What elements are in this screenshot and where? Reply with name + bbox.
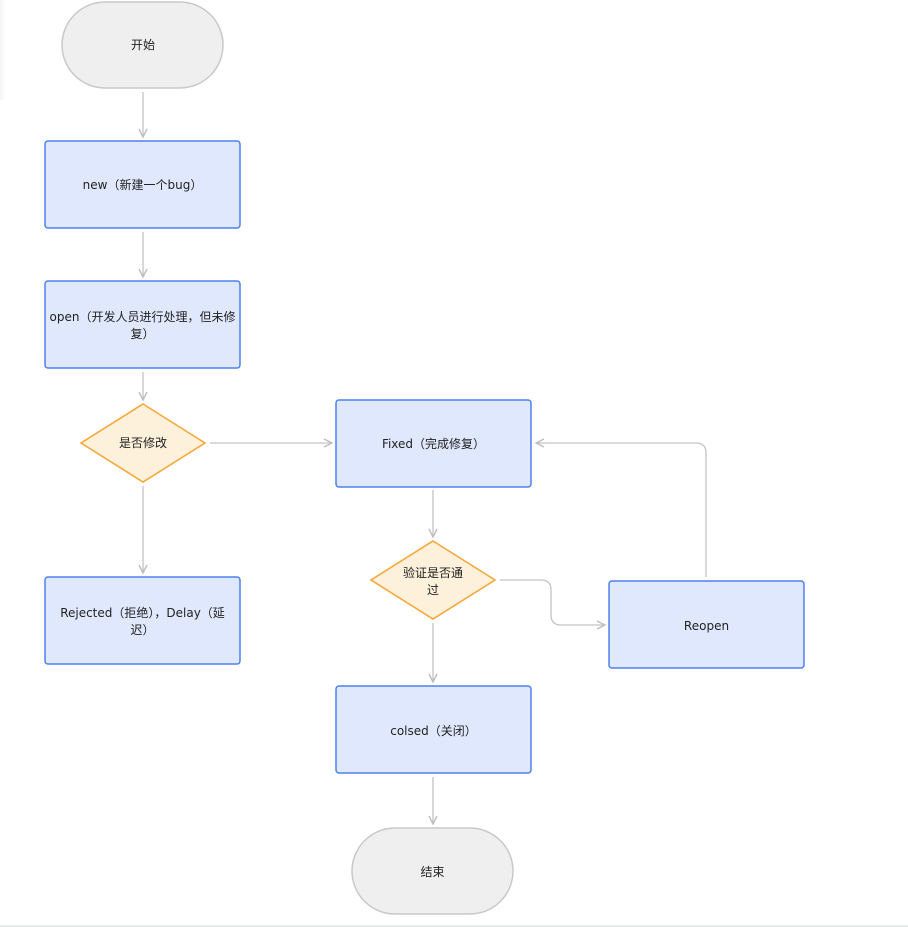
end-label: 结束 [420, 865, 444, 879]
decision-modify-node[interactable]: 是否修改 [79, 403, 207, 483]
decision-verify-node[interactable]: 验证是否通 过 [369, 540, 497, 620]
open-label-line1: open（开发人员进行处理，但未修 [50, 309, 236, 324]
connector-verify-to-reopen [500, 579, 605, 625]
closed-label: colsed（关闭） [390, 724, 477, 738]
rejected-label-line1: Rejected（拒绝），Delay（延 [60, 605, 225, 620]
reopen-node[interactable]: Reopen [608, 580, 805, 669]
connector-reopen-to-fixed [536, 443, 707, 577]
decision-verify-label-line1: 验证是否通 [403, 565, 463, 580]
rejected-delay-node[interactable]: Rejected（拒绝），Delay（延 迟） [44, 576, 241, 665]
open-label-line2: 复） [130, 327, 154, 341]
decision-modify-label: 是否修改 [119, 435, 167, 450]
open-node[interactable]: open（开发人员进行处理，但未修 复） [44, 280, 241, 369]
start-label: 开始 [131, 38, 155, 52]
decision-verify-label-line2: 过 [427, 583, 439, 597]
fixed-label: Fixed（完成修复） [382, 436, 485, 451]
reopen-label: Reopen [684, 619, 729, 633]
canvas-bottom-border [0, 925, 908, 927]
fixed-node[interactable]: Fixed（完成修复） [335, 399, 532, 488]
left-edge-shadow [0, 0, 6, 100]
new-label: new（新建一个bug） [83, 177, 203, 192]
end-node[interactable]: 结束 [351, 827, 514, 915]
new-node[interactable]: new（新建一个bug） [44, 140, 241, 229]
closed-node[interactable]: colsed（关闭） [335, 685, 532, 774]
rejected-label-line2: 迟） [130, 623, 154, 637]
start-node[interactable]: 开始 [61, 1, 224, 89]
